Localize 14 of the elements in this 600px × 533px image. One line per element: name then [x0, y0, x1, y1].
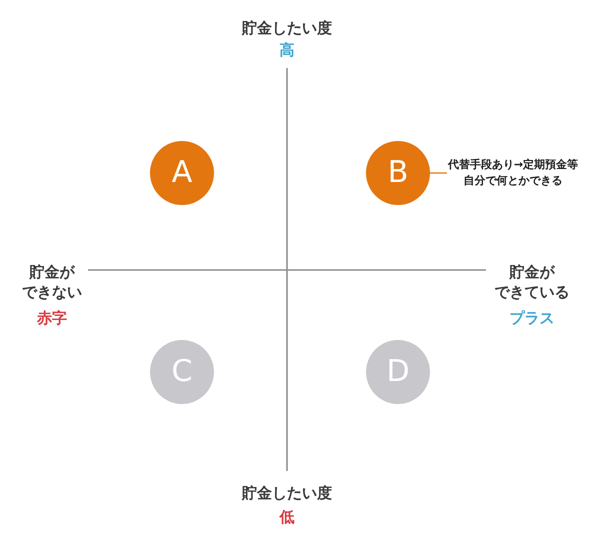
- quadrant-circle: D: [366, 340, 430, 404]
- axis-label: 高: [280, 40, 294, 60]
- axis-label: 貯金したい度: [242, 18, 332, 38]
- axis-label: 赤字: [37, 308, 67, 328]
- quadrant-circle: A: [150, 141, 214, 205]
- axis-label: プラス: [510, 308, 554, 328]
- annotation-text: 代替手段あり→定期預金等自分で何とかできる: [446, 157, 580, 189]
- quadrant-circle: B: [366, 141, 430, 205]
- axis-label: 貯金したい度: [242, 483, 332, 503]
- quadrant-circle: C: [150, 340, 214, 404]
- axis-label: 貯金ができている: [494, 262, 570, 302]
- leader-line: [430, 172, 447, 174]
- axis-label: 低: [280, 507, 294, 527]
- axis-label: 貯金ができない: [22, 262, 82, 302]
